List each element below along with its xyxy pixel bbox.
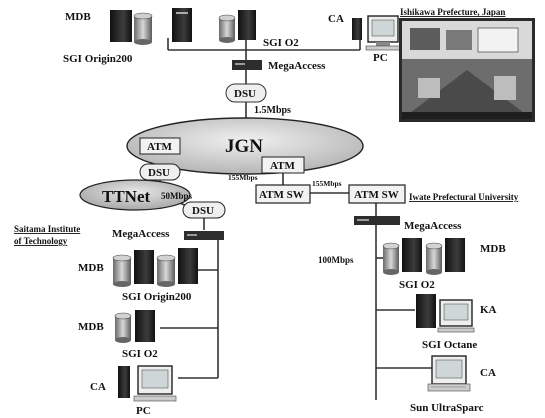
- megaaccess-right-device: [354, 216, 400, 225]
- label-saitama-2: of Technology: [14, 236, 68, 246]
- atm-sw-right-box: [348, 184, 406, 204]
- dsu-left2-box: [182, 201, 226, 219]
- atm-center-box: [261, 156, 305, 174]
- label-sgi-origin-left: SGI Origin200: [122, 291, 192, 303]
- label-jgn: JGN: [225, 136, 263, 157]
- label-sgi-origin-top: SGI Origin200: [63, 53, 133, 65]
- label-ca-left: CA: [90, 381, 106, 393]
- right-ka-octane: [416, 294, 475, 333]
- label-speed-100: 100Mbps: [318, 255, 354, 265]
- label-sgi-o2-right: SGI O2: [399, 279, 435, 291]
- label-pc-top: PC: [373, 52, 388, 64]
- label-speed-50: 50Mbps: [161, 191, 193, 201]
- right-ca-sun: [427, 355, 471, 392]
- label-dsu-left: DSU: [148, 167, 170, 179]
- top-ca-pc: [352, 15, 401, 51]
- label-sgi-o2-top: SGI O2: [263, 37, 299, 49]
- label-dsu-left2: DSU: [192, 205, 214, 217]
- label-speed-155-right: 155Mbps: [312, 179, 342, 188]
- label-ka-right: KA: [480, 304, 497, 316]
- label-mdb-left2: MDB: [78, 321, 104, 333]
- label-sgi-o2-left: SGI O2: [122, 348, 158, 360]
- megaaccess-left-device: [184, 231, 224, 240]
- label-megaaccess-right: MegaAccess: [404, 220, 462, 232]
- label-mdb-top: MDB: [65, 11, 91, 23]
- label-mdb-left1: MDB: [78, 262, 104, 274]
- left-sgi-o2-servers: [114, 310, 155, 343]
- dsu-top-box: [225, 83, 267, 103]
- top-mdb-servers: [110, 8, 256, 45]
- label-megaaccess-top: MegaAccess: [268, 60, 326, 72]
- label-dsu-top: DSU: [234, 88, 256, 100]
- label-pc-left: PC: [136, 405, 151, 417]
- dsu-left-box: [139, 163, 181, 181]
- label-speed-15: 1.5Mbps: [254, 105, 291, 116]
- label-megaaccess-left: MegaAccess: [112, 228, 170, 240]
- label-mdb-right: MDB: [480, 243, 506, 255]
- label-saitama-1: Saitama Institute: [14, 224, 80, 234]
- diagram-labels: MDB SGI Origin200 SGI O2 CA PC Ishikawa …: [14, 7, 519, 417]
- right-mdb-servers: [382, 238, 465, 275]
- label-ca-right: CA: [480, 367, 496, 379]
- megaaccess-top-device: [232, 60, 262, 70]
- label-ttnet: TTNet: [102, 187, 151, 206]
- label-atm-sw-right: ATM SW: [354, 189, 399, 201]
- left-origin200-servers: [112, 248, 198, 287]
- ishikawa-screenshot: [399, 18, 535, 122]
- label-atm-sw-center: ATM SW: [259, 189, 304, 201]
- label-atm-left: ATM: [147, 141, 172, 153]
- left-ca-pc: [118, 365, 177, 402]
- label-ca-top: CA: [328, 13, 344, 25]
- atm-sw-center-box: [255, 184, 311, 204]
- label-speed-155-left: 155Mbps: [228, 173, 258, 182]
- label-sun-ultrasparc: Sun UltraSparc: [410, 402, 484, 414]
- label-atm-center: ATM: [270, 160, 295, 172]
- label-sgi-octane: SGI Octane: [422, 339, 477, 351]
- label-ishikawa: Ishikawa Prefecture, Japan: [400, 7, 505, 17]
- atm-left-box: [139, 137, 181, 155]
- ttnet-cloud: [79, 179, 191, 211]
- label-iwate: Iwate Prefectural University: [409, 192, 519, 202]
